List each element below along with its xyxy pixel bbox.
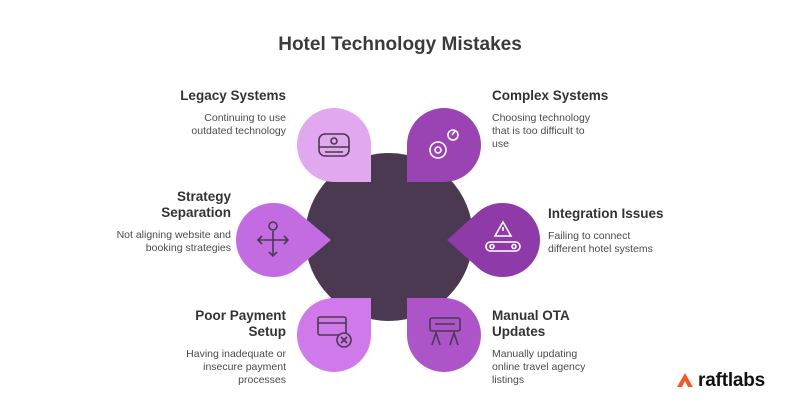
poor-payment-setup-node (297, 298, 371, 372)
split-person-icon (256, 221, 290, 258)
complex-systems-heading: Complex Systems (492, 88, 609, 103)
integration-issues-description: Failing to connect different hotel syste… (548, 230, 653, 255)
raftlabs-logo: raftlabs (676, 370, 765, 392)
central-hub (305, 153, 473, 321)
hard-drive-icon (318, 133, 350, 157)
gears-icon (429, 129, 459, 159)
strategy-separation-node (236, 202, 331, 278)
legacy-systems-description: Continuing to use outdated technology (191, 112, 286, 137)
integration-issues-heading: Integration Issues (548, 206, 664, 221)
legacy-systems-block: Legacy Systems Continuing to use outdate… (150, 88, 286, 138)
manual-ota-updates-heading: Manual OTA Updates (492, 308, 570, 339)
complex-systems-node (407, 108, 481, 182)
poor-payment-setup-heading: Poor Payment Setup (195, 308, 286, 339)
complex-systems-description: Choosing technology that is too difficul… (492, 112, 591, 150)
diagram-title: Hotel Technology Mistakes (278, 34, 522, 55)
manual-ota-updates-description: Manually updating online travel agency l… (492, 348, 586, 386)
card-error-icon (317, 316, 352, 348)
keyboard-hands-icon (429, 317, 461, 346)
strategy-separation-description: Not aligning website and booking strateg… (116, 229, 231, 254)
brand-name: raftlabs (698, 370, 766, 391)
manual-ota-updates-node (407, 298, 481, 372)
poor-payment-setup-description: Having inadequate or insecure payment pr… (186, 348, 286, 386)
conveyor-warning-icon (485, 220, 521, 252)
legacy-systems-heading: Legacy Systems (180, 88, 286, 103)
raftlabs-mark-icon (677, 373, 693, 387)
integration-issues-block: Integration Issues Failing to connect di… (548, 206, 678, 256)
complex-systems-block: Complex Systems Choosing technology that… (492, 88, 642, 151)
integration-issues-node (447, 202, 540, 278)
manual-ota-updates-block: Manual OTA Updates Manually updating onl… (492, 308, 602, 387)
poor-payment-setup-block: Poor Payment Setup Having inadequate or … (170, 308, 286, 387)
strategy-separation-heading: Strategy Separation (161, 189, 231, 220)
strategy-separation-block: Strategy Separation Not aligning website… (110, 189, 231, 255)
legacy-systems-node (297, 108, 371, 182)
